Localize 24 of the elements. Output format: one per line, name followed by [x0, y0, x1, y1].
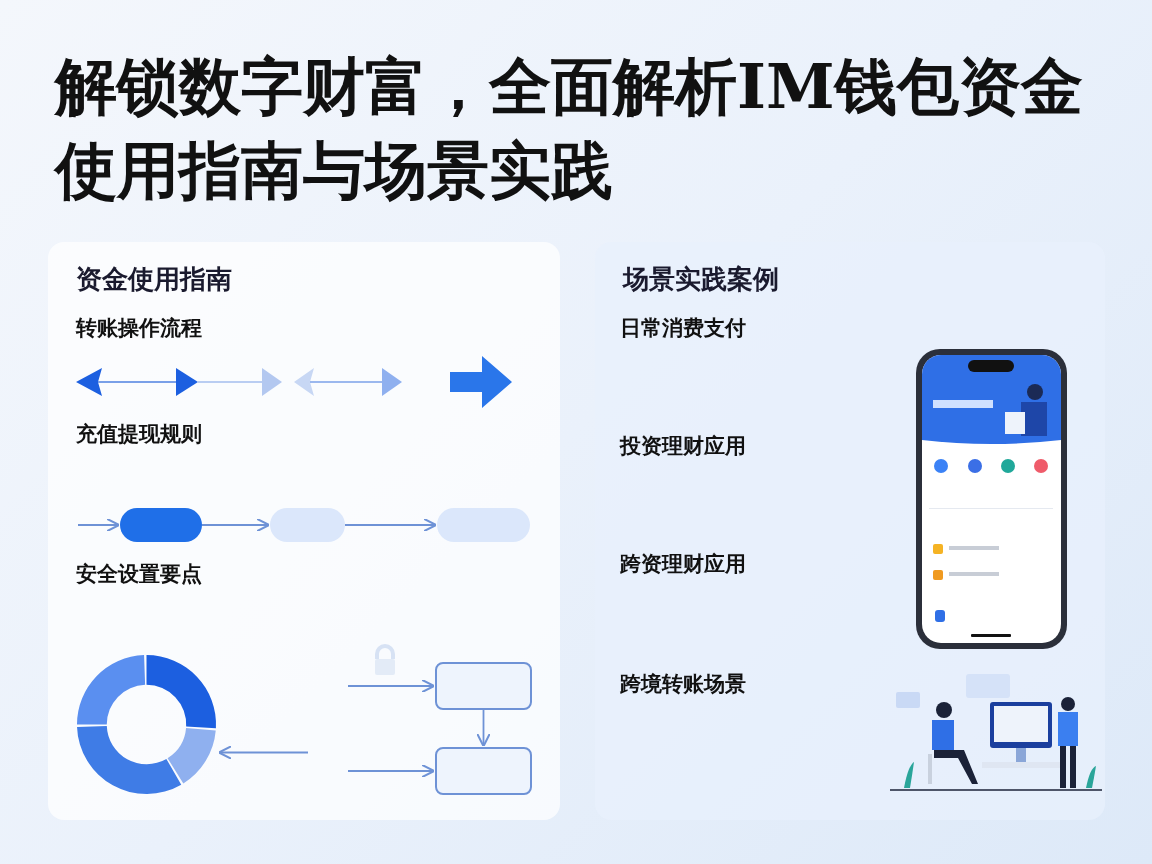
process-box [435, 747, 532, 795]
process-box [435, 662, 532, 710]
arrow [77, 517, 121, 533]
section-heading: 跨境转账场景 [620, 671, 746, 698]
panel-heading: 资金使用指南 [76, 263, 232, 296]
arrow [344, 517, 438, 533]
donut-chart-picture [75, 652, 218, 797]
arrow [347, 763, 436, 779]
section-heading: 跨资理财应用 [620, 551, 746, 578]
panel-card [48, 242, 560, 820]
panel-heading: 场景实践案例 [623, 263, 779, 296]
section-heading: 日常消费支付 [620, 315, 746, 342]
page-title: 解锁数字财富，全面解析IM钱包资金使用指南与场景实践 [55, 49, 1084, 209]
arrow [217, 745, 309, 760]
arrow [347, 678, 436, 694]
step-pill [437, 508, 530, 542]
step-pill [120, 508, 202, 542]
section-heading: 投资理财应用 [620, 433, 746, 460]
section-heading: 充值提现规则 [76, 421, 202, 448]
arrow [476, 709, 491, 748]
step-pill [270, 508, 345, 542]
arrow [201, 517, 271, 533]
section-heading: 转账操作流程 [76, 315, 202, 342]
section-heading: 安全设置要点 [76, 561, 202, 588]
